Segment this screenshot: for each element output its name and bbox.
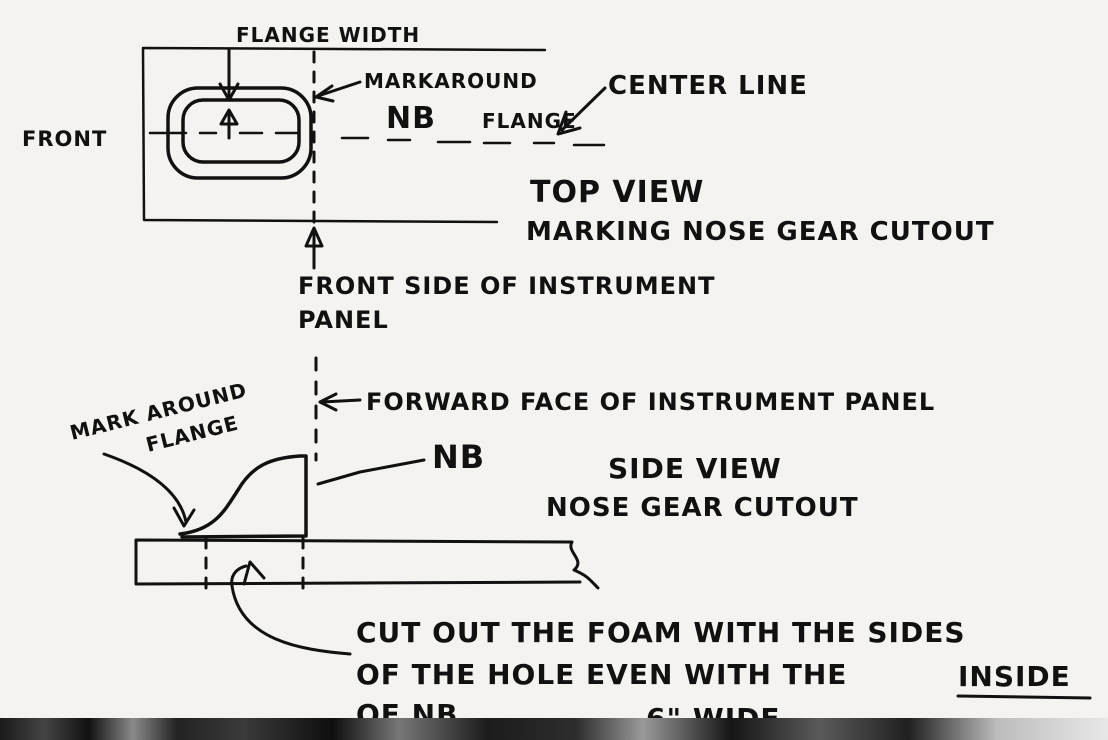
markaround-leader xyxy=(314,80,362,103)
note-leader xyxy=(230,560,352,656)
forward-face-label: FORWARD FACE OF INSTRUMENT PANEL xyxy=(366,388,935,416)
top-nb-label: NB xyxy=(386,101,436,136)
inside-underline xyxy=(956,694,1092,700)
top-view-title: TOP VIEW xyxy=(530,175,704,210)
flange-width-arrow xyxy=(218,48,240,102)
flange-width-arrow-up xyxy=(219,108,239,140)
side-nb-label: NB xyxy=(432,438,485,476)
nb-outline xyxy=(181,98,301,164)
note-line2-emphasis: INSIDE xyxy=(958,660,1071,693)
cut-note: CUT OUT THE FOAM WITH THE SIDES OF THE H… xyxy=(356,616,1092,735)
nb-leader xyxy=(316,458,426,486)
top-view-panel-outline xyxy=(141,46,547,224)
top-flange-label: FLANGE xyxy=(482,109,577,133)
side-view-title: SIDE VIEW xyxy=(608,452,782,485)
flange-width-label: FLANGE WIDTH xyxy=(236,23,420,47)
forward-face-arrow xyxy=(318,392,362,412)
center-line xyxy=(148,131,606,147)
markaround-label: MARKAROUND xyxy=(364,69,538,93)
cut-dashed-lines xyxy=(204,536,305,592)
center-line-label: CENTER LINE xyxy=(608,71,808,101)
top-view-subtitle: MARKING NOSE GEAR CUTOUT xyxy=(526,217,995,247)
side-view: MARK AROUND FLANGE FORWARD FACE OF INSTR… xyxy=(67,356,935,656)
front-side-arrow xyxy=(304,226,324,270)
mark-around-leader xyxy=(102,452,196,528)
front-side-label-line1: FRONT SIDE OF INSTRUMENT xyxy=(298,272,716,300)
center-line-leader xyxy=(556,86,607,136)
note-line1: CUT OUT THE FOAM WITH THE SIDES xyxy=(356,616,966,649)
foam-block xyxy=(134,538,600,590)
side-view-subtitle: NOSE GEAR CUTOUT xyxy=(546,493,859,523)
top-view: FLANGE WIDTH FRONT MARKAROUND NB FLANGE … xyxy=(22,23,995,334)
scan-edge-strip xyxy=(0,718,1108,740)
front-label: FRONT xyxy=(22,127,107,151)
front-side-label-line2: PANEL xyxy=(298,306,389,334)
nb-profile xyxy=(178,454,308,539)
note-line2-prefix: OF THE HOLE EVEN WITH THE xyxy=(356,658,847,691)
